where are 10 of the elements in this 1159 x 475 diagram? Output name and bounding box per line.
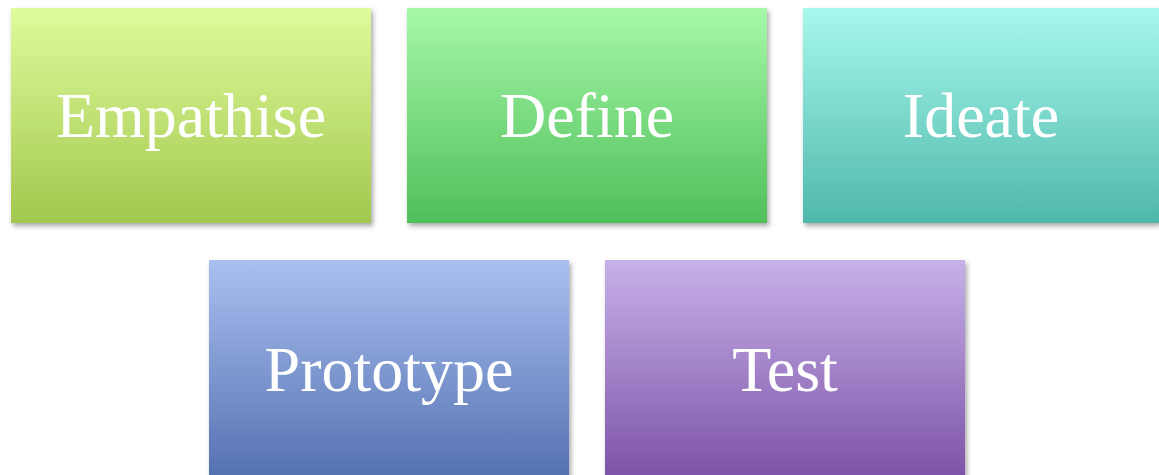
step-label: Test	[732, 333, 838, 407]
process-box	[11, 8, 371, 223]
step-label: Prototype	[264, 333, 514, 407]
process-box	[605, 260, 965, 475]
step-label: Define	[499, 78, 675, 153]
step-label: Empathise	[55, 78, 327, 153]
process-box	[209, 260, 569, 475]
step-label: Ideate	[902, 78, 1060, 153]
process-box	[407, 8, 767, 223]
process-box	[803, 8, 1159, 223]
